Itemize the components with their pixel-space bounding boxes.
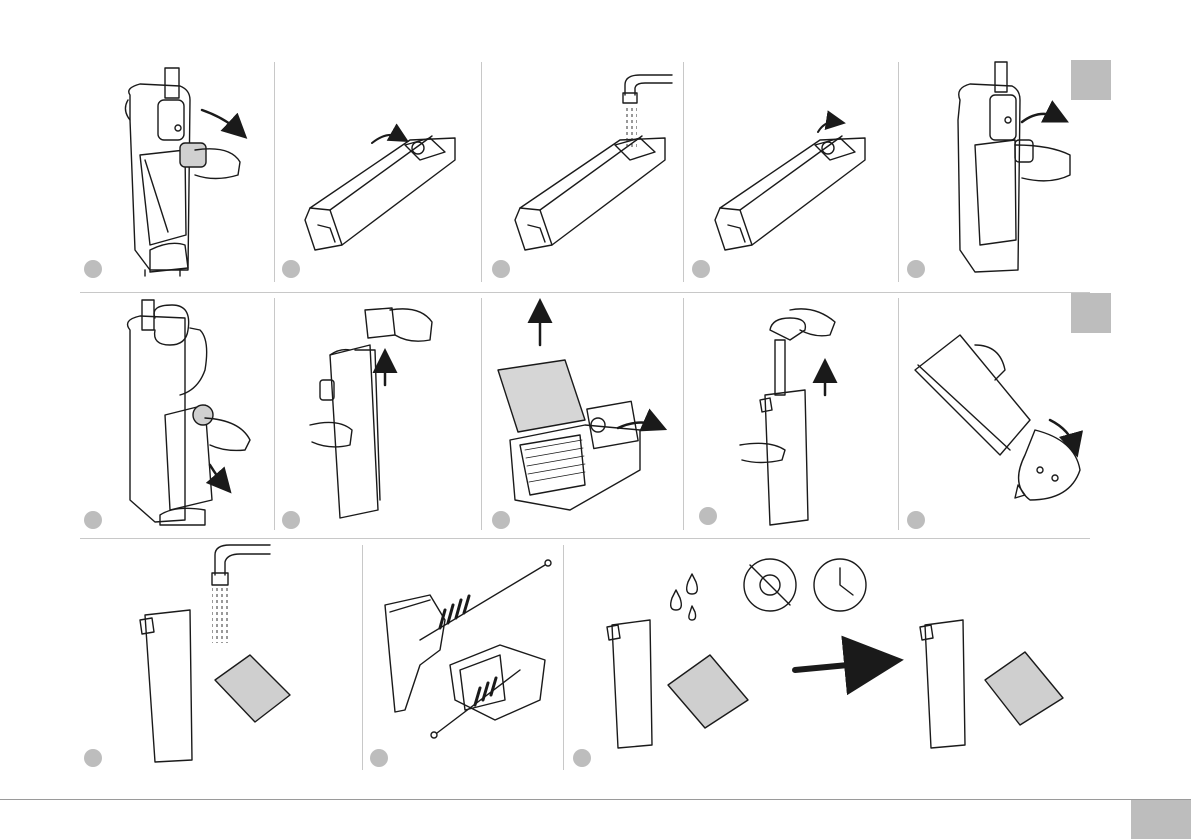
insert-water-tank-icon <box>958 62 1070 272</box>
open-tank-cap-icon <box>305 135 455 250</box>
remove-water-tank-icon <box>125 68 240 276</box>
instruction-illustrations <box>0 0 1191 800</box>
empty-dirty-water-icon <box>915 335 1080 500</box>
lift-tank-lid-icon <box>310 308 432 518</box>
footer-rule <box>0 799 1191 800</box>
close-tank-cap-icon <box>715 122 865 250</box>
air-dry-no-sun-icon <box>607 559 1063 748</box>
pull-out-float-icon <box>740 309 835 525</box>
fill-tank-under-tap-icon <box>515 75 672 250</box>
page-number-tab <box>1131 800 1191 839</box>
rinse-tank-and-filter-icon <box>140 545 290 762</box>
remove-dirty-tank-icon <box>128 300 250 525</box>
brush-clean-parts-icon <box>385 560 551 738</box>
remove-filter-icon <box>498 308 658 510</box>
